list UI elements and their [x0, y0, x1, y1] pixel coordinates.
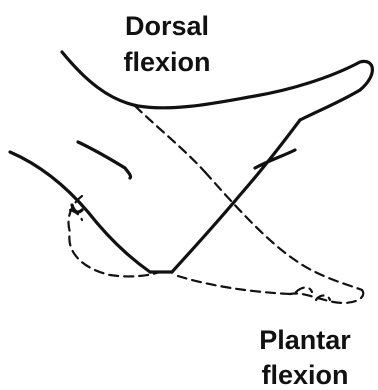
dashed-sole: [178, 276, 290, 294]
plantar-flexed-foot: [69, 106, 364, 303]
dashed-toes: [290, 290, 363, 303]
dorsal-label-line1: Dorsal: [125, 11, 209, 41]
dashed-toe-curl-1: [296, 288, 312, 293]
plantar-label-line2: flexion: [261, 360, 348, 390]
dorsal-label-line2: flexion: [123, 47, 210, 77]
dashed-heel: [69, 196, 161, 276]
dorsal-flexed-foot: [10, 52, 372, 272]
foot-dorsum-outline: [62, 52, 372, 108]
dashed-instep: [135, 106, 205, 172]
ankle-mark: [78, 142, 131, 178]
dashed-dorsum: [205, 172, 362, 290]
plantar-label-line1: Plantar: [259, 325, 351, 355]
toe-outline: [300, 90, 360, 120]
